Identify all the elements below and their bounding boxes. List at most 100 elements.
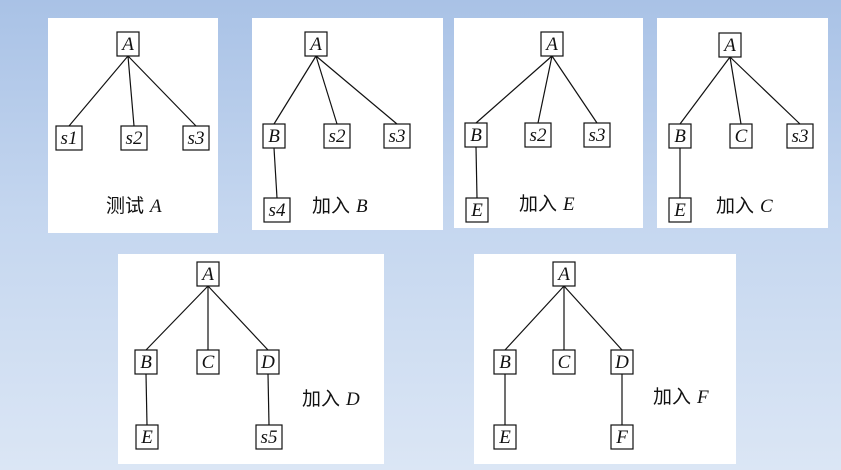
node-s2: s2 bbox=[323, 123, 351, 149]
node-label: s3 bbox=[792, 126, 809, 147]
node-label: E bbox=[673, 200, 686, 221]
node-box bbox=[729, 123, 753, 149]
node-label: D bbox=[614, 352, 629, 373]
node-box bbox=[55, 125, 83, 151]
edge-A-s2 bbox=[127, 55, 135, 127]
node-box bbox=[120, 125, 148, 151]
node-s3: s3 bbox=[383, 123, 411, 149]
edge-D-s5 bbox=[267, 373, 270, 426]
node-s4: s4 bbox=[263, 197, 291, 223]
node-E: E bbox=[668, 197, 692, 223]
node-box bbox=[583, 122, 611, 148]
edge-A-D bbox=[207, 285, 269, 351]
node-box bbox=[262, 123, 286, 149]
node-B: B bbox=[262, 123, 286, 149]
node-label: A bbox=[200, 264, 214, 285]
node-box bbox=[493, 349, 517, 375]
node-E: E bbox=[135, 424, 159, 450]
node-box bbox=[552, 261, 576, 287]
node-A: A bbox=[552, 261, 576, 287]
node-E: E bbox=[465, 197, 489, 223]
node-label: s1 bbox=[61, 128, 78, 149]
node-box bbox=[668, 123, 692, 149]
node-label: C bbox=[735, 126, 748, 147]
edge-A-B bbox=[145, 285, 209, 351]
node-box bbox=[196, 261, 220, 287]
node-label: B bbox=[268, 126, 280, 147]
node-box bbox=[255, 424, 283, 450]
edge-A-s3 bbox=[315, 55, 398, 125]
caption-variable: F bbox=[696, 387, 709, 408]
edge-A-s3 bbox=[729, 56, 801, 125]
node-label: A bbox=[308, 34, 322, 55]
node-B: B bbox=[134, 349, 158, 375]
node-A: A bbox=[116, 31, 140, 57]
node-label: s5 bbox=[261, 427, 278, 448]
edge-A-s1 bbox=[68, 55, 129, 127]
node-C: C bbox=[552, 349, 576, 375]
caption-variable: A bbox=[148, 196, 162, 217]
edge-A-D bbox=[563, 285, 623, 351]
node-box bbox=[182, 125, 210, 151]
node-A: A bbox=[196, 261, 220, 287]
node-label: s2 bbox=[329, 126, 346, 147]
caption-prefix: 测试 bbox=[106, 195, 144, 217]
node-s3: s3 bbox=[786, 123, 814, 149]
node-A: A bbox=[540, 31, 564, 57]
node-box bbox=[135, 424, 159, 450]
edge-A-s2 bbox=[315, 55, 338, 125]
caption-prefix: 加入 bbox=[519, 193, 557, 215]
node-box bbox=[610, 424, 634, 450]
node-box bbox=[540, 31, 564, 57]
node-label: D bbox=[260, 352, 275, 373]
node-label: C bbox=[202, 352, 215, 373]
edge-A-B bbox=[273, 55, 317, 125]
node-box bbox=[263, 197, 291, 223]
node-box bbox=[134, 349, 158, 375]
caption-variable: D bbox=[345, 389, 360, 410]
node-label: E bbox=[470, 200, 483, 221]
node-F: F bbox=[610, 424, 634, 450]
node-s2: s2 bbox=[524, 122, 552, 148]
node-s3: s3 bbox=[583, 122, 611, 148]
node-label: s2 bbox=[530, 125, 547, 146]
node-box bbox=[464, 122, 488, 148]
node-C: C bbox=[729, 123, 753, 149]
node-D: D bbox=[610, 349, 634, 375]
edge-A-C bbox=[729, 56, 742, 125]
node-B: B bbox=[668, 123, 692, 149]
node-s1: s1 bbox=[55, 125, 83, 151]
caption-prefix: 加入 bbox=[302, 388, 340, 410]
node-box bbox=[256, 349, 280, 375]
node-box bbox=[718, 32, 742, 58]
edge-A-s3 bbox=[551, 55, 598, 124]
node-label: A bbox=[722, 35, 736, 56]
node-box bbox=[196, 349, 220, 375]
node-C: C bbox=[196, 349, 220, 375]
node-box bbox=[524, 122, 552, 148]
node-box bbox=[116, 31, 140, 57]
caption-variable: E bbox=[562, 194, 575, 215]
node-label: s3 bbox=[589, 125, 606, 146]
node-box bbox=[610, 349, 634, 375]
node-s3: s3 bbox=[182, 125, 210, 151]
node-box bbox=[786, 123, 814, 149]
node-box bbox=[383, 123, 411, 149]
node-box bbox=[465, 197, 489, 223]
node-label: A bbox=[544, 34, 558, 55]
